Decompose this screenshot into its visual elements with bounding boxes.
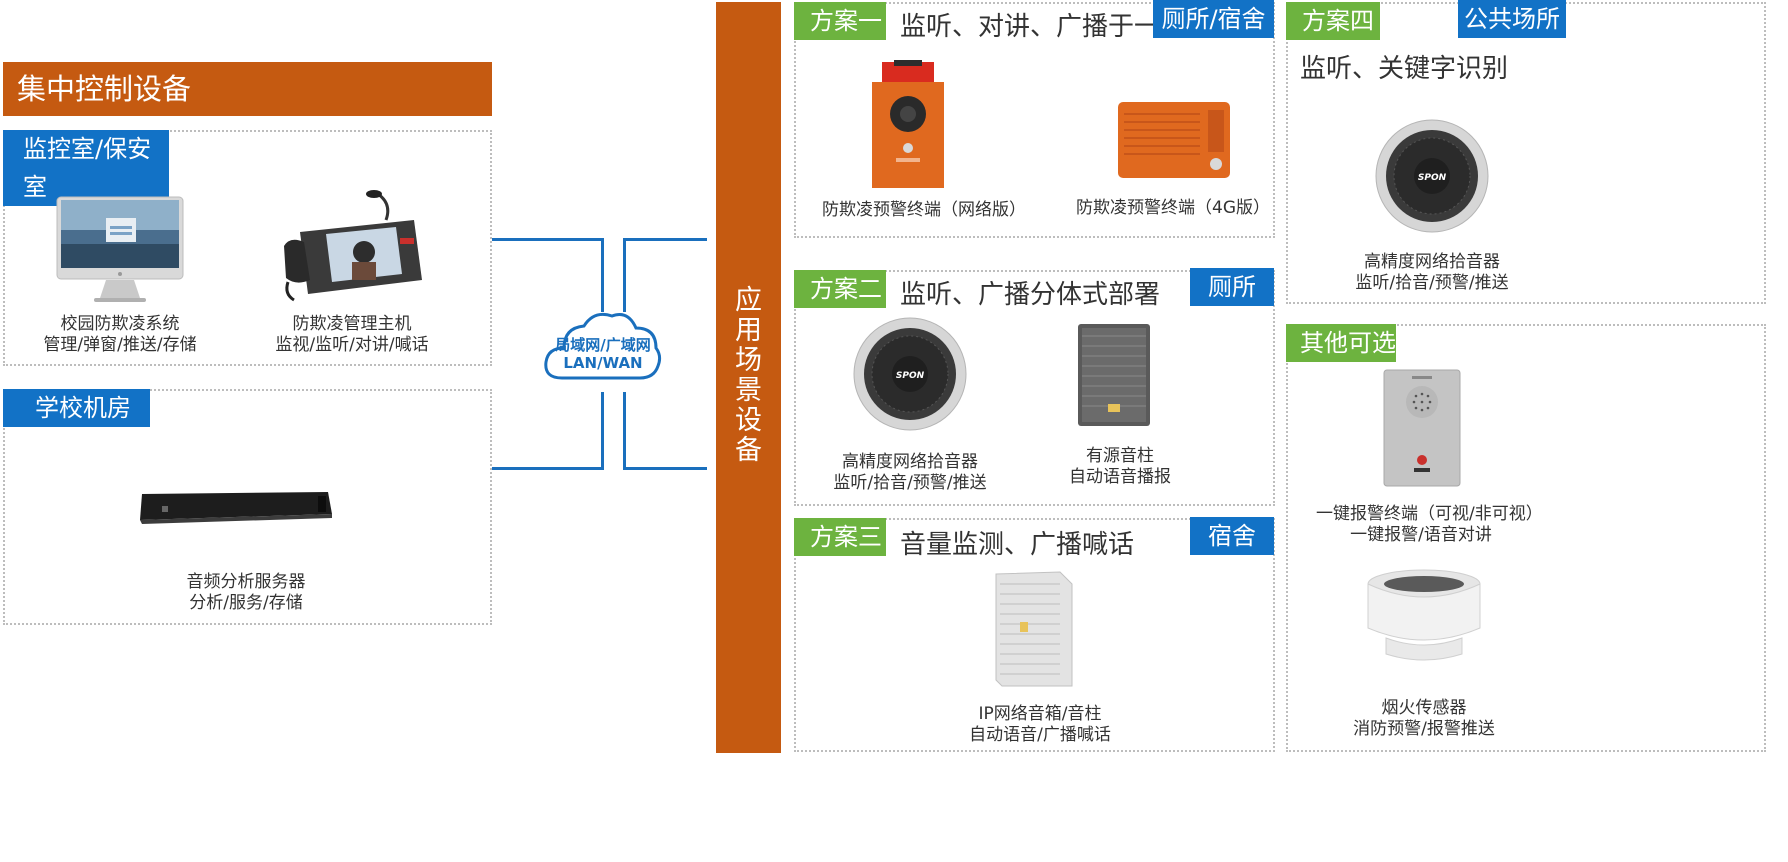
vertical-char: 应 bbox=[735, 285, 762, 316]
alarm-terminal-image bbox=[1382, 368, 1462, 488]
plan2-title: 监听、广播分体式部署 bbox=[900, 280, 1161, 310]
connector-line bbox=[492, 238, 604, 241]
optional-tag: 其他可选 bbox=[1286, 324, 1396, 362]
server-room-panel bbox=[3, 389, 492, 625]
plan1-tag: 方案一 bbox=[794, 2, 886, 40]
campus-system-caption: 校园防欺凌系统 管理/弹窗/推送/存储 bbox=[40, 314, 200, 356]
application-devices-bar bbox=[716, 2, 781, 753]
ip-speaker-caption: IP网络音箱/音柱 自动语音/广播喊话 bbox=[960, 704, 1120, 746]
brand-label: SPON bbox=[896, 371, 925, 381]
network-cloud-line1: 局域网/广域网 bbox=[555, 336, 651, 354]
plan3-panel bbox=[794, 518, 1275, 752]
server-room-tag: 学校机房 bbox=[3, 389, 150, 427]
vertical-char: 用 bbox=[735, 315, 762, 346]
active-speaker-desc: 自动语音播报 bbox=[1069, 467, 1171, 487]
ip-speaker-desc: 自动语音/广播喊话 bbox=[969, 725, 1111, 745]
application-devices-label: 应 用 场 景 设 备 bbox=[716, 286, 781, 466]
connector-line bbox=[623, 238, 626, 312]
alarm-terminal-caption: 一键报警终端（可视/非可视） 一键报警/语音对讲 bbox=[1316, 504, 1543, 546]
connector-line bbox=[601, 238, 604, 312]
brand-label: SPON bbox=[1418, 173, 1447, 183]
management-host-image bbox=[282, 190, 424, 302]
connector-line bbox=[623, 238, 707, 241]
monitor-room-tag: 监控室/保安室 bbox=[3, 130, 169, 206]
vertical-char: 场 bbox=[735, 345, 762, 376]
terminal-network-image bbox=[866, 60, 950, 190]
pickup-plan4-image: SPON bbox=[1374, 118, 1490, 234]
terminal-network-caption: 防欺凌预警终端（网络版） bbox=[822, 200, 1026, 220]
vertical-char: 备 bbox=[735, 435, 762, 466]
pickup-plan2-name: 高精度网络拾音器 bbox=[842, 452, 978, 472]
pickup-plan2-desc: 监听/拾音/预警/推送 bbox=[833, 473, 987, 493]
plan4-title: 监听、关键字识别 bbox=[1300, 54, 1509, 84]
pickup-plan2-caption: 高精度网络拾音器 监听/拾音/预警/推送 bbox=[810, 452, 1010, 494]
active-speaker-name: 有源音柱 bbox=[1086, 446, 1154, 466]
vertical-char: 设 bbox=[735, 405, 762, 436]
network-cloud-label: 局域网/广域网 LAN/WAN bbox=[542, 336, 664, 372]
connector-line bbox=[601, 392, 604, 470]
pickup-plan2-image: SPON bbox=[852, 316, 968, 432]
plan3-tag: 方案三 bbox=[794, 518, 886, 556]
optional-panel bbox=[1286, 324, 1766, 752]
plan2-tag: 方案二 bbox=[794, 270, 886, 308]
pickup-plan4-desc: 监听/拾音/预警/推送 bbox=[1355, 273, 1509, 293]
alarm-terminal-desc: 一键报警/语音对讲 bbox=[1350, 525, 1492, 545]
connector-line bbox=[623, 467, 707, 470]
smoke-sensor-caption: 烟火传感器 消防预警/报警推送 bbox=[1344, 698, 1504, 740]
smoke-sensor-name: 烟火传感器 bbox=[1381, 698, 1467, 718]
active-speaker-caption: 有源音柱 自动语音播报 bbox=[1040, 446, 1200, 488]
plan2-location-tag: 厕所 bbox=[1190, 268, 1274, 306]
active-speaker-column-image bbox=[1076, 322, 1152, 428]
audio-server-image bbox=[138, 490, 334, 524]
plan3-title: 音量监测、广播喊话 bbox=[900, 530, 1135, 560]
connector-line bbox=[623, 392, 626, 470]
plan4-tag: 方案四 bbox=[1286, 2, 1380, 40]
plan1-panel bbox=[794, 2, 1275, 238]
smoke-sensor-image bbox=[1364, 568, 1484, 666]
terminal-4g-caption: 防欺凌预警终端（4G版） bbox=[1076, 198, 1270, 218]
campus-system-name: 校园防欺凌系统 bbox=[60, 314, 180, 334]
management-host-desc: 监视/监听/对讲/喊话 bbox=[275, 335, 429, 355]
audio-server-desc: 分析/服务/存储 bbox=[189, 593, 303, 613]
management-host-caption: 防欺凌管理主机 监视/监听/对讲/喊话 bbox=[272, 314, 432, 356]
terminal-4g-image bbox=[1116, 100, 1232, 180]
alarm-terminal-name: 一键报警终端（可视/非可视） bbox=[1316, 504, 1543, 524]
central-control-header: 集中控制设备 bbox=[3, 62, 492, 116]
connector-line bbox=[492, 467, 604, 470]
management-host-name: 防欺凌管理主机 bbox=[292, 314, 412, 334]
network-cloud-line2: LAN/WAN bbox=[563, 354, 643, 372]
plan2-panel bbox=[794, 270, 1275, 506]
campus-system-monitor-image bbox=[56, 196, 184, 306]
plan1-location-tag: 厕所/宿舍 bbox=[1153, 0, 1274, 38]
audio-server-caption: 音频分析服务器 分析/服务/存储 bbox=[156, 572, 336, 614]
plan3-location-tag: 宿舍 bbox=[1190, 517, 1274, 555]
vertical-char: 景 bbox=[735, 375, 762, 406]
pickup-plan4-caption: 高精度网络拾音器 监听/拾音/预警/推送 bbox=[1332, 252, 1532, 294]
audio-server-name: 音频分析服务器 bbox=[186, 572, 306, 592]
ip-speaker-image bbox=[990, 570, 1074, 688]
campus-system-desc: 管理/弹窗/推送/存储 bbox=[43, 335, 197, 355]
monitor-room-panel bbox=[3, 130, 492, 366]
pickup-plan4-name: 高精度网络拾音器 bbox=[1364, 252, 1500, 272]
ip-speaker-name: IP网络音箱/音柱 bbox=[978, 704, 1102, 724]
plan4-location-tag: 公共场所 bbox=[1458, 0, 1566, 38]
plan1-title: 监听、对讲、广播于一体 bbox=[900, 12, 1187, 42]
network-cloud-icon bbox=[542, 306, 664, 386]
smoke-sensor-desc: 消防预警/报警推送 bbox=[1353, 719, 1495, 739]
